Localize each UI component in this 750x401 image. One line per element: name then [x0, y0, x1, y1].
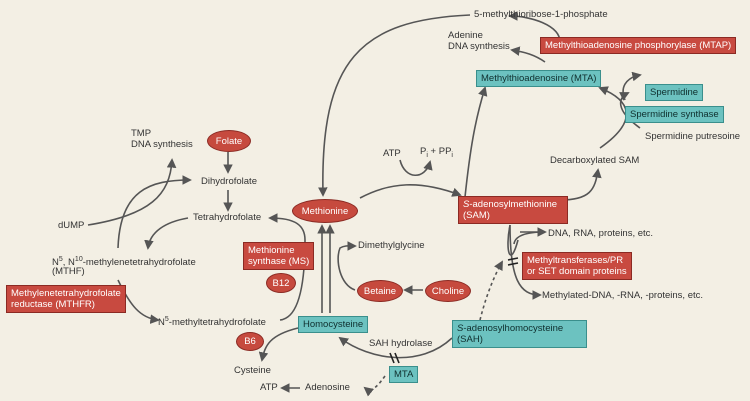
- betaine-oval: Betaine: [357, 280, 403, 302]
- sah-box: S-adenosylhomocysteine (SAH): [452, 320, 587, 348]
- sam-box: S-adenosylmethionine (SAM): [458, 196, 568, 224]
- choline-oval: Choline: [425, 280, 471, 302]
- dimethylglycine-label: Dimethylglycine: [358, 240, 425, 251]
- spermidine-box: Spermidine: [645, 84, 704, 101]
- spermidine-synthase-box: Spermidine synthase: [625, 106, 724, 123]
- spermidine-putresoine-label: Spermidine putresoine: [645, 131, 741, 142]
- n5n10-methylenetetrahydrofolate-label: N5, N10-methylenetetrahydrofolate: [52, 256, 196, 269]
- mthfr-box: Methylenetetrahydrofolate reductase (MTH…: [6, 285, 126, 313]
- pi-ppi-label: Pi + PPi: [420, 146, 453, 159]
- n5-methyltetrahydrofolate-label: N5-methyltetrahydrofolate: [158, 316, 266, 329]
- atp-bottom-label: ATP: [260, 382, 278, 393]
- mtap-box: Methylthioadenosine phosphorylase (MTAP): [540, 37, 737, 54]
- dump-label: dUMP: [58, 220, 85, 231]
- methylated-label: Methylated-DNA, -RNA, -proteins, etc.: [542, 290, 704, 301]
- homocysteine-box: Homocysteine: [298, 316, 369, 333]
- b12-oval: B12: [266, 273, 296, 293]
- methyltransferases-box: Methyltransferases/PR or SET domain prot…: [522, 252, 632, 280]
- sah-hydrolase-label: SAH hydrolase: [369, 338, 433, 349]
- mta-bottom-box: MTA: [389, 366, 419, 383]
- decarboxylated-sam-label: Decarboxylated SAM: [550, 155, 640, 166]
- b6-oval: B6: [236, 332, 264, 351]
- methionine-oval: Methionine: [292, 199, 358, 223]
- tetrahydrofolate-label: Tetrahydrofolate: [193, 212, 262, 223]
- mta-top-box: Methylthioadenosine (MTA): [476, 70, 602, 87]
- tmp-dna-synthesis-label: TMP DNA synthesis: [131, 128, 193, 150]
- dna-rna-proteins-label: DNA, RNA, proteins, etc.: [548, 228, 654, 239]
- folate-oval: Folate: [207, 130, 251, 152]
- dihydrofolate-label: Dihydrofolate: [201, 176, 257, 187]
- adenosine-label: Adenosine: [305, 382, 350, 393]
- methionine-synthase-box: Methionine synthase (MS): [243, 242, 315, 270]
- adenine-dna-synthesis-label: Adenine DNA synthesis: [448, 30, 510, 52]
- cysteine-label: Cysteine: [234, 365, 271, 376]
- atp-top-label: ATP: [383, 148, 401, 159]
- mtr1p-label: 5-methylthioribose-1-phosphate: [474, 9, 608, 20]
- mthf-label: (MTHF): [52, 266, 85, 277]
